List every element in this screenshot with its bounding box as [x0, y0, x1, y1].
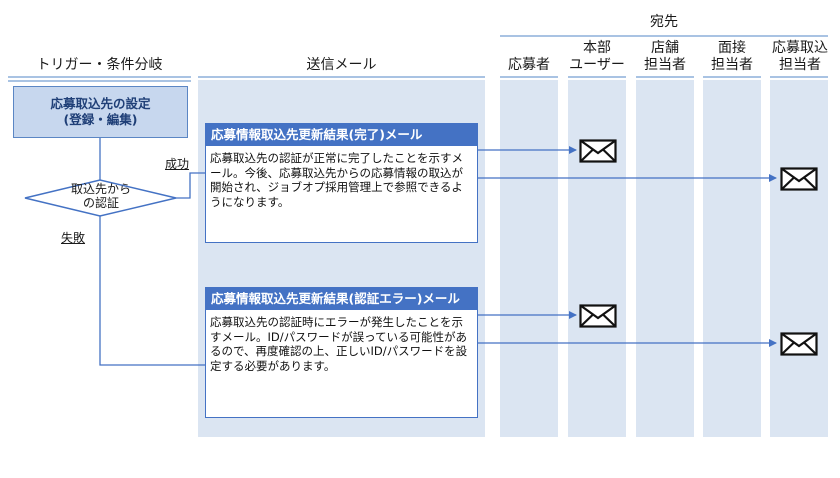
mail-header-line	[198, 76, 485, 78]
failure-label: 失敗	[61, 231, 86, 245]
hq-user-header-line	[568, 76, 626, 78]
start-process-label: 応募取込先の設定 (登録・編集)	[50, 96, 151, 127]
store-manager-header: 店舗 担当者	[644, 40, 686, 73]
store-manager-header-line	[636, 76, 694, 78]
applicant-header: 応募者	[508, 57, 550, 73]
envelope-icon	[579, 139, 617, 163]
import-manager-header-line	[770, 76, 828, 78]
mail-body-complete: 応募取込先の認証が正常に完了したことを示すメール。今後、応募取込先からの応募情報…	[210, 151, 463, 209]
trigger-header: トリガー・条件分岐	[36, 57, 163, 73]
store-manager-column	[636, 80, 694, 437]
envelope-icon	[780, 167, 818, 191]
import-manager-header: 応募取込 担当者	[772, 40, 828, 73]
interviewer-header-line	[703, 76, 761, 78]
import-manager-column	[770, 80, 828, 437]
start-process-box: 応募取込先の設定 (登録・編集)	[13, 86, 188, 138]
mail-body-auth-error: 応募取込先の認証時にエラーが発生したことを示すメール。ID/パスワードが誤ってい…	[210, 315, 468, 373]
envelope-icon	[780, 332, 818, 356]
sent-mail-header: 送信メール	[306, 57, 377, 73]
recipients-group-header: 宛先	[650, 14, 678, 30]
interviewer-column	[703, 80, 761, 437]
failure-branch-line	[99, 216, 205, 366]
recipients-group-line	[500, 35, 828, 37]
mail-box-auth-error: 応募情報取込先更新結果(認証エラー)メール 応募取込先の認証時にエラーが発生した…	[205, 287, 478, 418]
applicant-header-line	[500, 76, 558, 78]
interviewer-header: 面接 担当者	[711, 40, 753, 73]
trigger-header-line	[8, 76, 191, 78]
decision-diamond	[24, 179, 177, 217]
success-label: 成功	[165, 157, 190, 171]
hq-user-header: 本部 ユーザー	[569, 40, 625, 73]
success-branch-line	[176, 172, 205, 199]
mail-title-complete: 応募情報取込先更新結果(完了)メール	[206, 124, 477, 146]
envelope-icon	[579, 304, 617, 328]
trigger-column	[8, 80, 191, 82]
decision-label: 取込先から の認証	[70, 182, 131, 210]
mail-title-auth-error: 応募情報取込先更新結果(認証エラー)メール	[206, 288, 477, 310]
applicant-column	[500, 80, 558, 437]
mail-box-complete: 応募情報取込先更新結果(完了)メール 応募取込先の認証が正常に完了したことを示す…	[205, 123, 478, 243]
